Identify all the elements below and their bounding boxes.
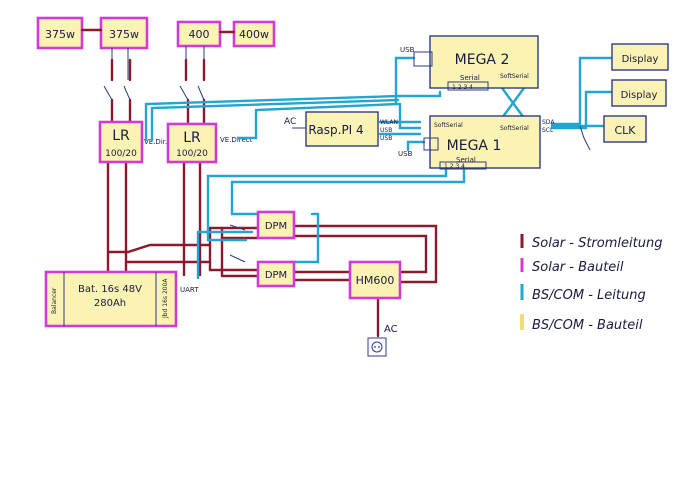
- dpm-1-label: DPM: [265, 221, 287, 232]
- solar-power-lines: [103, 85, 438, 338]
- hm600-ac: AC: [384, 324, 398, 335]
- raspi-usb-2: USB: [380, 135, 392, 142]
- dpm-1: DPM: [256, 210, 296, 240]
- mega2-usb: USB: [400, 46, 415, 54]
- display-1: Display: [611, 43, 669, 71]
- lr1-title: LR: [112, 128, 130, 144]
- clock-module: CLK: [603, 115, 647, 143]
- battery-pack: Balancer Bat. 16s 48V 280Ah Jbd 16s 200A…: [44, 270, 199, 328]
- display-1-label: Display: [622, 54, 659, 65]
- display-2-label: Display: [621, 90, 658, 101]
- display-2: Display: [611, 79, 667, 107]
- mega1-softserial: SoftSerial: [434, 122, 463, 129]
- lr2-title: LR: [183, 130, 201, 146]
- charge-controller-1: LR 100/20 VE.Dir.: [98, 120, 167, 164]
- mega1-usb: USB: [398, 150, 413, 158]
- mega1-sda: SDA: [542, 119, 555, 126]
- com-lines: [144, 56, 614, 280]
- panel-3-label: 400: [189, 28, 210, 41]
- battery-line-1: Bat. 16s 48V: [78, 284, 142, 295]
- hm600-title: HM600: [356, 274, 395, 287]
- panel-2-label: 375w: [109, 28, 139, 41]
- panel-4-label: 400w: [239, 28, 269, 41]
- solar-panel-4: 400w: [232, 20, 276, 48]
- ac-socket: [367, 337, 387, 357]
- mega1-softserial-2: SoftSerial: [500, 125, 529, 132]
- solar-panel-1: 375w: [36, 16, 84, 50]
- dpm-2-label: DPM: [265, 270, 287, 281]
- lr2-sub: 100/20: [176, 149, 208, 159]
- mega1-title: MEGA 1: [447, 138, 502, 154]
- battery-balancer: Balancer: [51, 287, 58, 314]
- legend-solar-line: Solar - Stromleitung: [532, 236, 662, 251]
- mega1-scl: SCL: [542, 127, 554, 134]
- raspberry-pi: Rasp.PI 4 AC WLAN USB USB: [284, 111, 398, 147]
- lr1-port: VE.Dir.: [144, 138, 167, 146]
- lr1-sub: 100/20: [105, 149, 137, 159]
- mega2-softserial: SoftSerial: [500, 73, 529, 80]
- raspi-usb-1: USB: [380, 127, 392, 134]
- legend: Solar - Stromleitung Solar - Bauteil BS/…: [520, 234, 662, 333]
- legend-solar-part: Solar - Bauteil: [532, 260, 624, 275]
- panel-1-label: 375w: [45, 28, 75, 41]
- mega2-serial: Serial: [460, 74, 480, 82]
- battery-line-2: 280Ah: [94, 298, 126, 309]
- mega2-title: MEGA 2: [455, 52, 510, 68]
- hm600-inverter: HM600 AC: [348, 260, 402, 335]
- battery-bms: Jbd 16s 200A: [162, 278, 169, 319]
- mega-2-board: MEGA 2 USB Serial SoftSerial 1 2 3 4: [400, 35, 539, 91]
- clk-label: CLK: [614, 124, 636, 137]
- mega-1-board: MEGA 1 SoftSerial SoftSerial USB Serial …: [398, 115, 555, 170]
- legend-com-part: BS/COM - Bauteil: [532, 318, 643, 333]
- dpm-2: DPM: [256, 260, 296, 288]
- raspi-ac: AC: [284, 117, 296, 127]
- mega2-pins: 1 2 3 4: [452, 84, 473, 91]
- battery-uart: UART: [180, 286, 199, 294]
- panel-links: [80, 28, 236, 82]
- charge-controller-2: LR 100/20 VE.Direct: [166, 122, 253, 164]
- raspi-wlan: WLAN: [380, 119, 398, 126]
- legend-com-line: BS/COM - Leitung: [532, 288, 646, 303]
- mega1-serial: Serial: [456, 156, 476, 164]
- mega1-pins: 1 2 3 4: [444, 163, 465, 170]
- solar-panel-2: 375w: [99, 16, 149, 50]
- lr2-port: VE.Direct: [220, 136, 253, 144]
- raspi-title: Rasp.PI 4: [308, 123, 363, 137]
- solar-panel-3: 400: [176, 20, 222, 48]
